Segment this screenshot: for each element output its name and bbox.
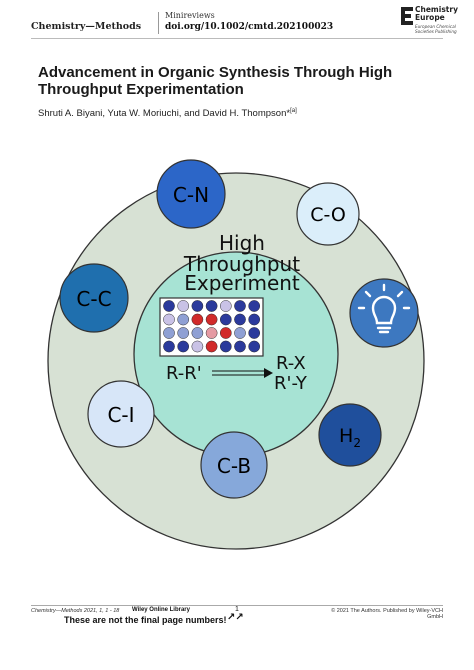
well [191,340,204,353]
well [248,327,261,339]
reaction-product-2: R'-Y [274,373,308,394]
toc-figure: High Throughput Experiment R-R' R-X R'-Y… [47,159,425,550]
well-plate-wells [163,300,261,353]
well [163,340,175,353]
satellite-co[interactable]: C-O [296,182,360,246]
satellite-cn[interactable]: C-N [156,159,226,229]
footer-citation: Chemistry—Methods 2021, 1, 1 - 18 [31,608,120,614]
publisher-name-line1: Chemistry [415,5,458,14]
publisher-tagline: European Chemical Societies Publishing [415,24,457,34]
satellite-h2[interactable]: H2 [318,403,382,467]
well [191,313,204,326]
journal-name: Chemistry—Methods [31,21,142,32]
satellite-cc-circle [59,263,129,333]
well [219,313,232,326]
well [219,340,232,353]
footer-rule [31,605,443,606]
h2-base: H [339,425,353,447]
well [163,313,175,326]
satellite-cb-label: C-B [217,454,251,478]
page-header: Chemistry—Methods Minireviews doi.org/10… [0,0,474,44]
section-label: Minireviews [165,11,215,20]
center-title-line2: Throughput [183,252,300,276]
satellite-cc[interactable]: C-C [59,263,129,333]
reaction-product-1: R-X [276,353,306,374]
publisher-tagline-line1: European Chemical [415,24,456,29]
well [177,300,190,312]
header-rule [31,38,443,39]
reaction-reactant: R-R' [166,363,202,384]
satellite-cb-circle [200,431,268,499]
satellite-ci-label: C-I [107,403,134,427]
satellite-h2-label: H2 [339,425,361,450]
well [177,327,190,339]
well [234,340,246,353]
well [177,313,190,326]
well [205,327,218,339]
well [219,300,232,312]
center-title-line1: High [219,231,265,255]
footer-copyright: © 2021 The Authors. Published by Wiley-V… [331,608,443,620]
well [234,313,246,326]
author-affiliation-mark: [a] [290,108,297,114]
well [205,313,218,326]
satellite-ci[interactable]: C-I [87,380,155,448]
satellite-cb[interactable]: C-B [200,431,268,499]
well [248,300,261,312]
well [234,327,246,339]
article-title: Advancement in Organic Synthesis Through… [38,64,438,98]
well [191,327,204,339]
satellite-ci-circle [87,380,155,448]
final-page-notice: These are not the final page numbers! [64,615,227,625]
satellite-cc-label: C-C [76,287,111,311]
well [163,300,175,312]
publisher-name: Chemistry Europe [415,6,458,22]
page-number: 1 [235,606,239,613]
well [248,313,261,326]
footer-library-link[interactable]: Wiley Online Library [132,607,190,613]
doi-link[interactable]: doi.org/10.1002/cmtd.202100023 [165,22,334,32]
well [177,340,190,353]
satellite-light-circle [349,278,419,348]
header-divider [158,12,159,34]
publisher-tagline-line2: Societies Publishing [415,29,457,34]
well [191,300,204,312]
well [234,300,246,312]
well [205,300,218,312]
authors-text: Shruti A. Biyani, Yuta W. Moriuchi, and … [38,108,291,120]
satellite-co-label: C-O [310,204,346,226]
chemistry-europe-logo-icon [401,7,413,25]
center-title-line3: Experiment [184,271,300,295]
well [248,340,261,353]
arrows-icon: ↗↗ [227,612,244,623]
well [219,327,232,339]
satellite-light[interactable] [349,278,419,348]
satellite-cn-label: C-N [173,183,209,207]
satellite-h2-circle [318,403,382,467]
h2-subscript: 2 [353,436,361,450]
title-line2: Throughput Experimentation [38,81,244,98]
author-list: Shruti A. Biyani, Yuta W. Moriuchi, and … [38,108,297,119]
well [205,340,218,353]
publisher-name-line2: Europe [415,13,445,22]
satellite-cn-circle [156,159,226,229]
title-line1: Advancement in Organic Synthesis Through… [38,64,393,81]
lightbulb-icon [357,283,411,334]
reaction-arrow-head [264,368,273,378]
well [163,327,175,339]
satellite-co-circle [296,182,360,246]
